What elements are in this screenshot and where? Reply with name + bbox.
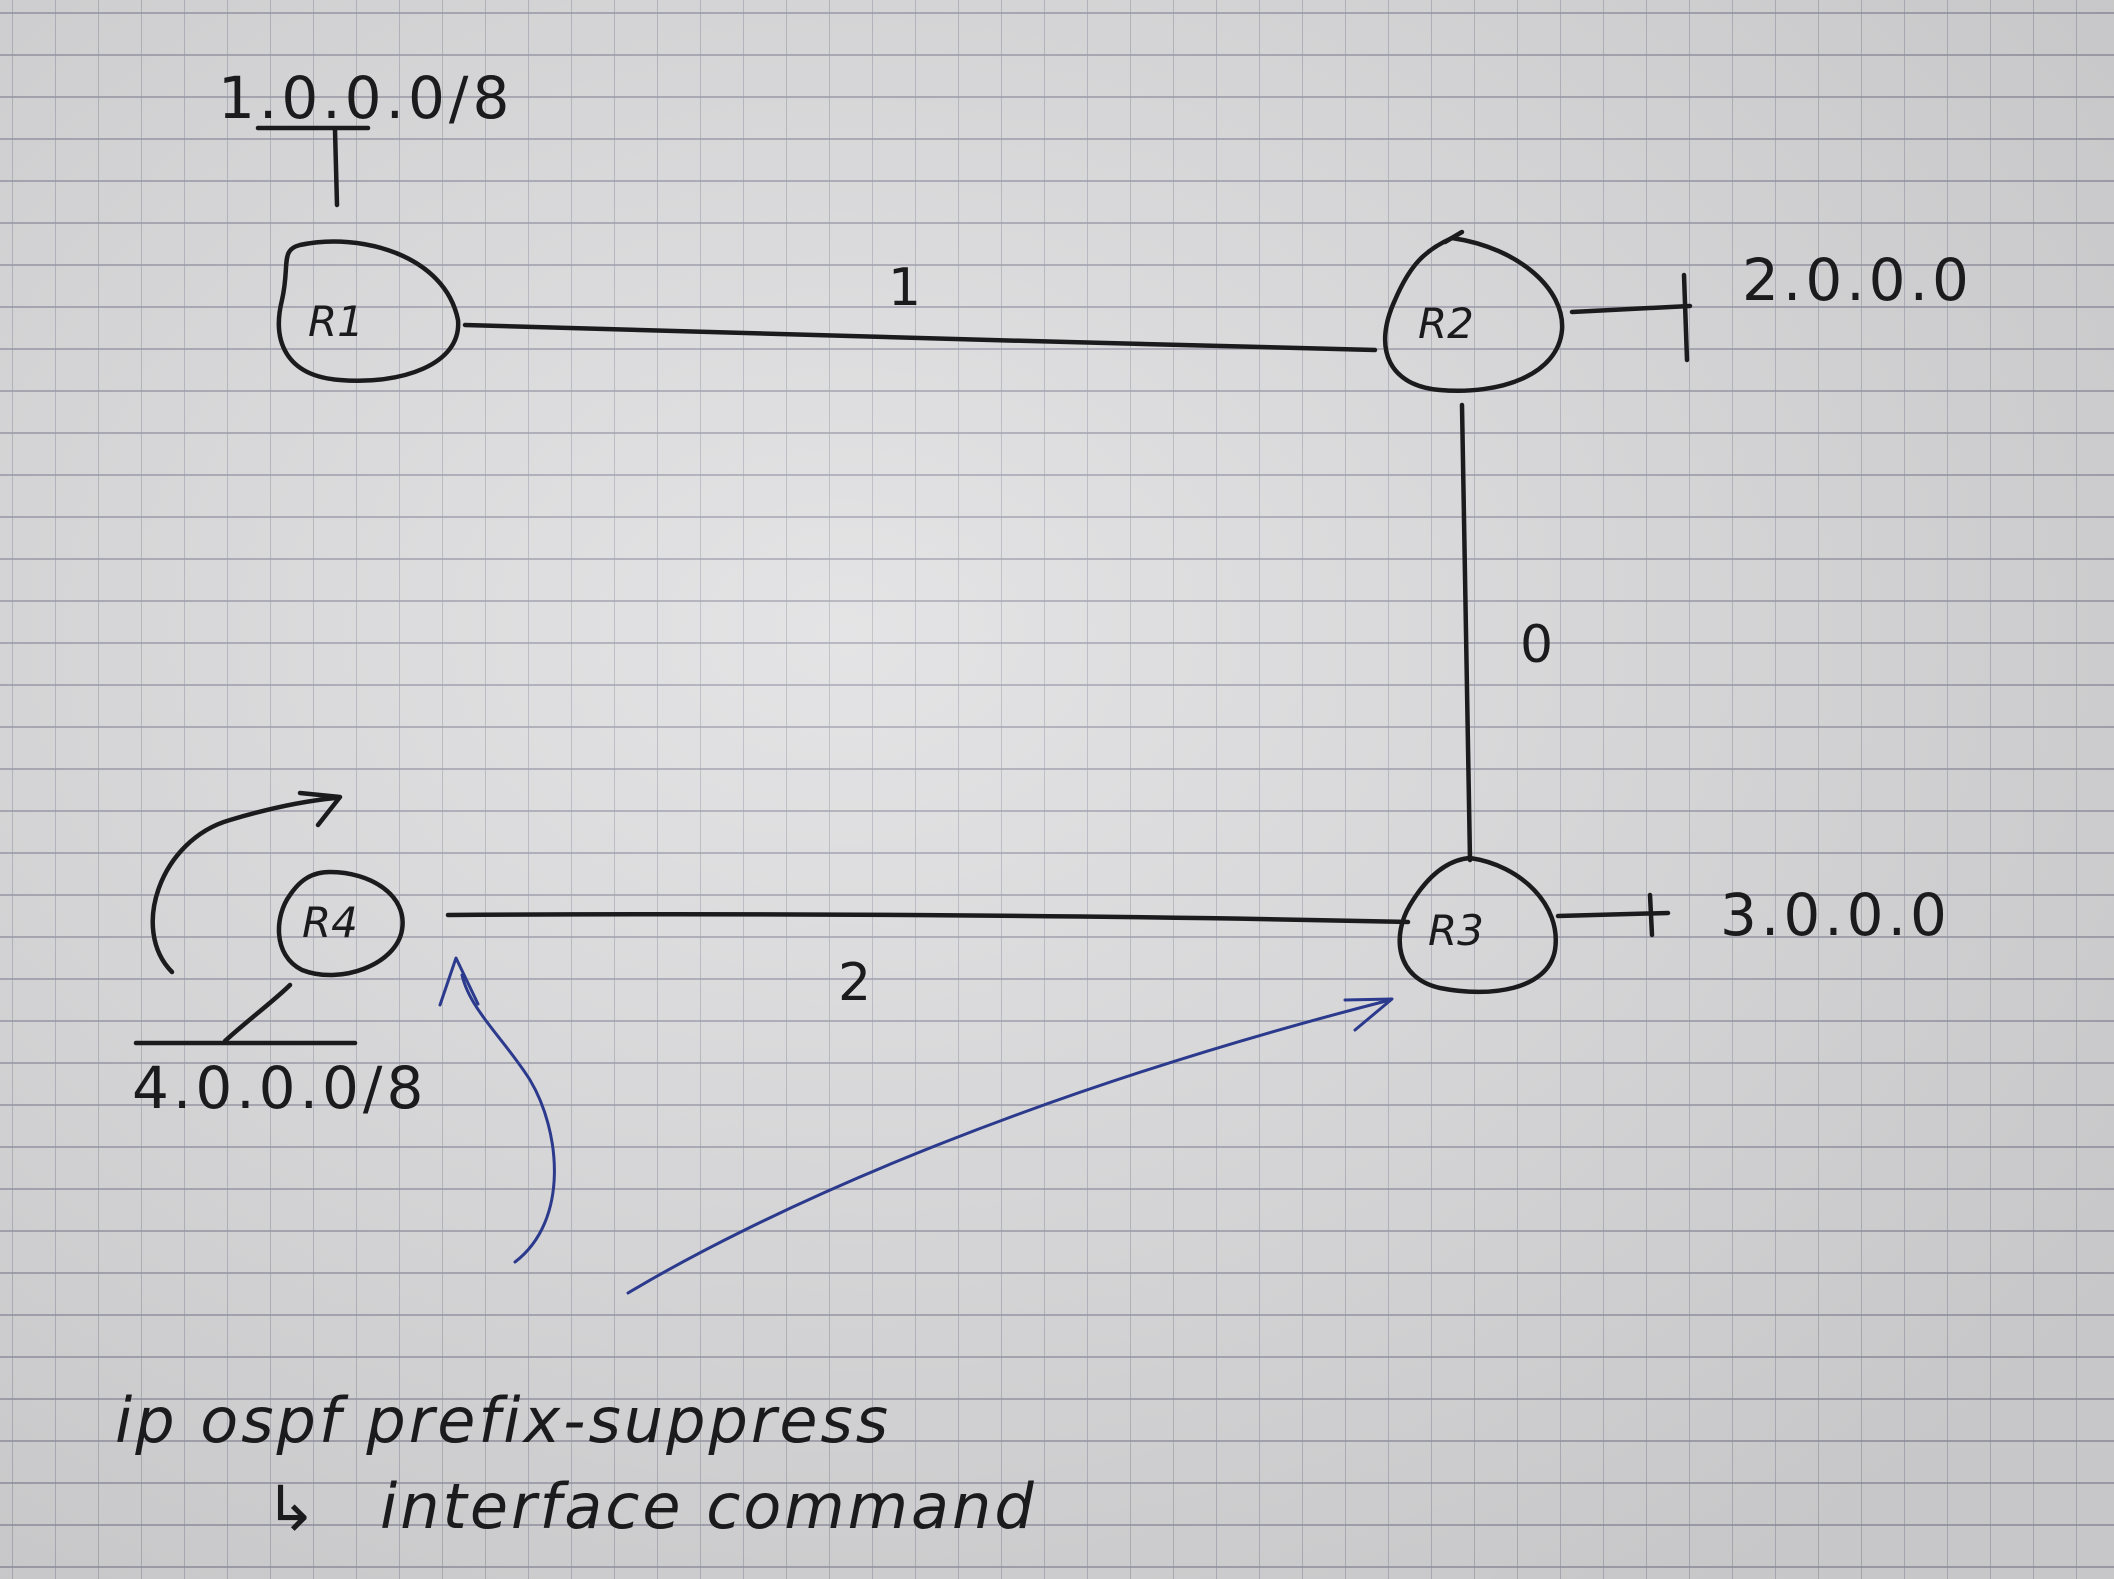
router-r2: R2 bbox=[1382, 229, 1565, 393]
network-label-2: 2.0.0.0 bbox=[1742, 246, 1973, 314]
router-label-r2: R2 bbox=[1418, 299, 1474, 348]
network-stub-1 bbox=[255, 125, 371, 208]
link-r4-r3 bbox=[445, 912, 1411, 925]
link-cost-r1-r2: 1 bbox=[888, 258, 921, 318]
link-r1-r2 bbox=[462, 322, 1378, 353]
link-cost-r2-r3: 0 bbox=[1520, 615, 1553, 675]
annotation-arrow-to-r3 bbox=[626, 997, 1394, 1295]
note-arrow-icon: ↳ bbox=[265, 1472, 320, 1545]
router-r1: R1 bbox=[276, 239, 461, 383]
router-label-r4: R4 bbox=[302, 898, 358, 947]
curved-arrow-icon bbox=[150, 790, 343, 975]
network-stub-2 bbox=[1569, 272, 1693, 363]
network-label-3: 3.0.0.0 bbox=[1720, 881, 1951, 949]
network-stub-4 bbox=[133, 982, 358, 1046]
router-label-r1: R1 bbox=[308, 297, 364, 346]
router-r3: R3 bbox=[1397, 855, 1559, 995]
annotation-arrow-to-r4-link bbox=[438, 956, 556, 1264]
router-label-r3: R3 bbox=[1428, 906, 1484, 955]
network-label-1: 1.0.0.0/8 bbox=[218, 64, 513, 132]
network-label-4: 4.0.0.0/8 bbox=[132, 1054, 427, 1122]
link-r2-r3 bbox=[1459, 402, 1473, 863]
router-r4: R4 bbox=[276, 869, 405, 978]
note-interface-command: interface command bbox=[380, 1470, 1037, 1543]
link-cost-r4-r3: 2 bbox=[838, 953, 871, 1013]
network-stub-3 bbox=[1555, 892, 1671, 938]
note-command: ip ospf prefix-suppress bbox=[115, 1384, 891, 1457]
